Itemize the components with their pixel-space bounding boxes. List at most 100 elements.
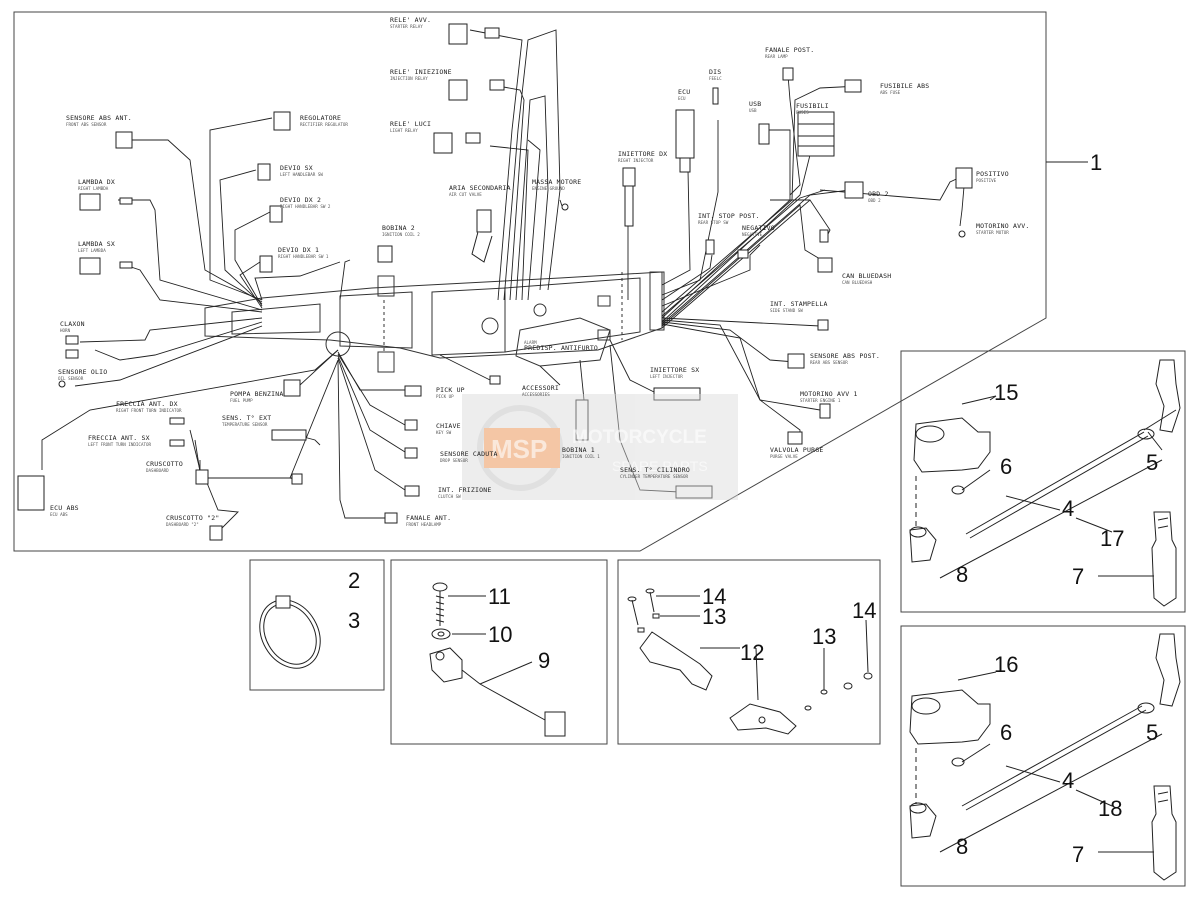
callout-14a: 14 (702, 584, 726, 609)
label-right-lambda: LAMBDA DX (78, 178, 115, 186)
callout-10: 10 (488, 622, 512, 647)
box-bracket (617, 559, 881, 745)
label-negative: NEGATIVO (742, 224, 775, 232)
label-abs-ecu-sub: ECU ABS (50, 512, 68, 517)
callout-14b: 14 (852, 598, 876, 623)
label-accessories-sub: ACCESSORIES (522, 392, 550, 397)
label-obd2: OBD 2 (868, 190, 889, 198)
label-oil-sensor: SENSORE OLIO (58, 368, 107, 376)
label-right-front-indicator-sub: RIGHT FRONT TURN INDICATOR (116, 408, 182, 413)
callout-18: 18 (1098, 796, 1122, 821)
label-right-injector: INIETTORE DX (618, 150, 667, 158)
label-rear-stop-switch: INT. STOP POST. (698, 212, 760, 220)
starter-engine-1-icon (819, 403, 831, 419)
label-obd2-sub: OBD 2 (868, 198, 881, 203)
front-headlamp-icon (384, 512, 398, 524)
label-can-bluedash: CAN BLUEDASH (842, 272, 891, 280)
callout-numbers: 1 2 3 11 10 9 14 13 12 13 14 15 5 6 4 17… (348, 150, 1158, 867)
ignition-set-a (909, 359, 1181, 607)
label-starter-engine-1: MOTORINO AVV 1 (800, 390, 858, 398)
label-pick-up: PICK UP (436, 386, 465, 394)
label-horn-sub: HORN (60, 328, 71, 333)
rear-stop-switch-icon (705, 239, 715, 255)
label-usb-sub: USB (749, 108, 757, 113)
callout-13a: 13 (702, 604, 726, 629)
clutch-switch-icon (404, 485, 420, 497)
rectifier-regulator-icon (273, 111, 291, 131)
label-starter-relay: RELE' AVV. (390, 16, 431, 24)
label-pick-up-sub: PICK UP (436, 394, 454, 399)
harness-connectors (17, 23, 973, 541)
label-horn: CLAXON (60, 320, 85, 328)
callout-7a: 7 (1072, 564, 1084, 589)
label-front-abs-sensor-sub: FRONT ABS SENSOR (66, 122, 107, 127)
main-harness-frame (13, 11, 1047, 552)
callout-8b: 8 (956, 834, 968, 859)
usb-icon (758, 123, 770, 145)
label-front-abs-sensor: SENSORE ABS ANT. (66, 114, 132, 122)
left-injector-icon (653, 387, 701, 401)
label-rear-lamp-sub: REAR LAMP (765, 54, 788, 59)
label-rear-abs-sensor: SENSORE ABS POST. (810, 352, 880, 360)
callout-2: 2 (348, 568, 360, 593)
label-ignition-coil-2-sub: IGNITION COIL 2 (382, 232, 420, 237)
side-stand-switch-icon (817, 319, 829, 331)
label-dis: DIS (709, 68, 721, 76)
label-rear-stop-switch-sub: REAR STOP SW (698, 220, 729, 225)
label-right-front-indicator: FRECCIA ANT. DX (116, 400, 178, 408)
callout-5b: 5 (1146, 720, 1158, 745)
callout-1: 1 (1090, 150, 1102, 175)
watermark-subtitle: SPARE PARTS (612, 458, 708, 474)
callout-4a: 4 (1062, 496, 1074, 521)
can-bluedash-icon (817, 257, 833, 273)
label-positive: POSITIVO (976, 170, 1009, 178)
injection-relay-icon (448, 79, 468, 101)
label-alarm-sub: ALARM (524, 340, 537, 345)
callout-6b: 6 (1000, 720, 1012, 745)
rear-lamp-icon (782, 67, 794, 81)
label-left-injector-sub: LEFT INJECTOR (650, 374, 683, 379)
label-right-switch-2: DEVIO DX 2 (280, 196, 321, 204)
label-side-stand-switch: INT. STAMPELLA (770, 300, 828, 308)
label-starter-relay-sub: STARTER RELAY (390, 24, 423, 29)
label-ecu: ECU (678, 88, 690, 96)
label-clutch-switch: INT. FRIZIONE (438, 486, 491, 494)
label-front-headlamp: FANALE ANT. (406, 514, 451, 522)
label-ecu-sub: ECU (678, 96, 686, 101)
right-injector-icon (622, 167, 636, 187)
label-left-lambda: LAMBDA SX (78, 240, 115, 248)
callout-13b: 13 (812, 624, 836, 649)
abs-ecu-icon (17, 475, 45, 511)
callout-16: 16 (994, 652, 1018, 677)
label-right-injector-sub: RIGHT INJECTOR (618, 158, 654, 163)
label-cylinder-temp-sensor-sub: CYLINDER TEMPERATURE SENSOR (620, 474, 689, 479)
dashboard-icon (195, 469, 209, 485)
starter-relay-icon (448, 23, 468, 45)
key-switch-icon (404, 419, 418, 431)
harness-trunk (204, 271, 665, 373)
label-engine-ground: MASSA MOTORE (532, 178, 581, 186)
air-cut-valve-icon (476, 209, 492, 233)
box-sensor (390, 559, 608, 745)
fuel-pump-icon (283, 379, 301, 397)
callout-6a: 6 (1000, 454, 1012, 479)
label-engine-ground-sub: ENGINE GROUND (532, 186, 565, 191)
label-dashboard-2: CRUSCOTTO "2" (166, 514, 219, 522)
horn-icon (65, 335, 79, 345)
label-ignition-coil-2: BOBINA 2 (382, 224, 415, 232)
label-negative-sub: NEGATIVE (742, 232, 763, 237)
label-ignition-coil-1-sub: IGNITION COIL 1 (562, 454, 600, 459)
label-left-switch: DEVIO SX (280, 164, 313, 172)
front-abs-sensor-icon (115, 131, 133, 149)
ignition-coil-2-icon (377, 245, 393, 263)
dashboard-2-icon (209, 525, 223, 541)
callout-7b: 7 (1072, 842, 1084, 867)
label-light-relay: RELE' LUCI (390, 120, 431, 128)
label-right-switch-1: DEVIO DX 1 (278, 246, 319, 254)
callout-9: 9 (538, 648, 550, 673)
ext-temp-sensor-icon (271, 429, 307, 441)
callout-5a: 5 (1146, 450, 1158, 475)
label-side-stand-switch-sub: SIDE STAND SW (770, 308, 803, 313)
bracket-parts (627, 588, 873, 735)
